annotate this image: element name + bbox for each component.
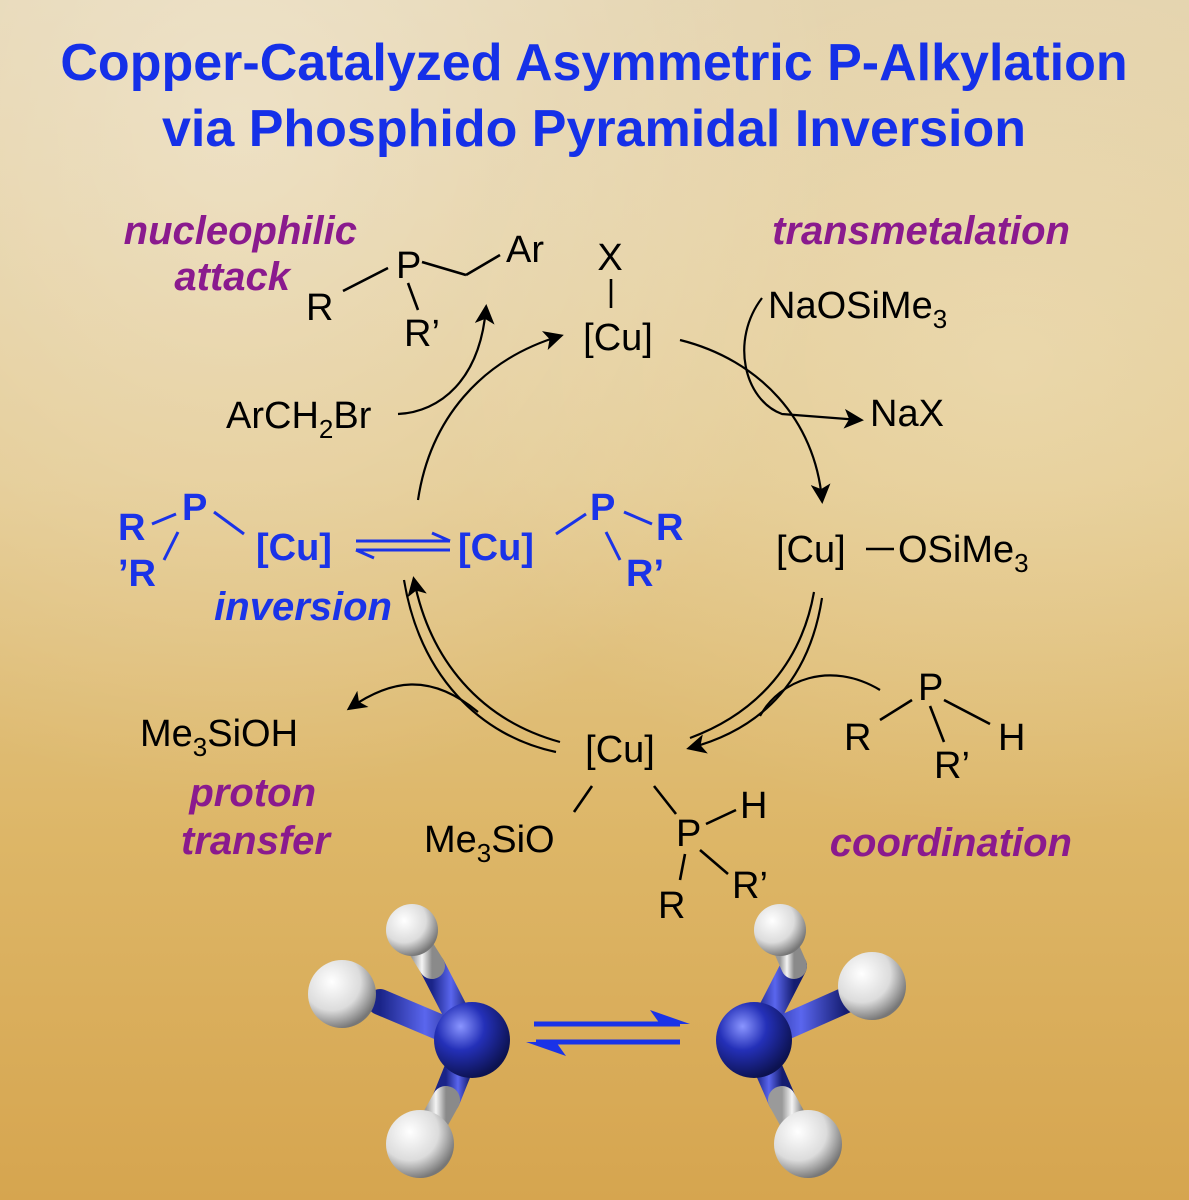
arrow-phosphine-entry bbox=[759, 674, 881, 717]
atom-Rprime: R’ bbox=[934, 745, 970, 787]
copper-halide: X [Cu] bbox=[583, 237, 653, 359]
atom-Rprime: R’ bbox=[404, 313, 440, 355]
atom-P: P bbox=[676, 813, 701, 855]
byproduct-silanol: Me3SiOH bbox=[140, 713, 298, 762]
arrow-head bbox=[526, 1042, 566, 1056]
cycle-arrows bbox=[346, 297, 881, 754]
copper-center: [Cu] bbox=[458, 527, 534, 569]
copper-silanolate: [Cu] OSiMe3 bbox=[776, 529, 1029, 578]
arrow-head bbox=[431, 531, 451, 543]
arrow-transmetalation bbox=[679, 338, 831, 504]
bond bbox=[705, 808, 737, 826]
atom-Rprime: R’ bbox=[626, 553, 664, 595]
label-coordination: coordination bbox=[830, 821, 1072, 865]
bond bbox=[421, 260, 467, 277]
hydrogen-atom bbox=[754, 904, 806, 956]
copper-phosphine-complex: [Cu] Me3SiO P H R R’ bbox=[424, 729, 768, 927]
bond bbox=[213, 510, 245, 536]
phosphido-copper-left: R P ’R [Cu] bbox=[118, 487, 332, 595]
arrow-head bbox=[650, 1010, 690, 1024]
copper-center: [Cu] bbox=[583, 317, 653, 359]
secondary-phosphine: P R H R’ bbox=[844, 667, 1025, 787]
label-transfer: transfer bbox=[181, 819, 332, 863]
label-transmetalation: transmetalation bbox=[772, 209, 1070, 253]
byproduct-sodium-halide: NaX bbox=[870, 393, 944, 435]
bond bbox=[652, 785, 678, 815]
bond bbox=[928, 705, 946, 743]
bond bbox=[406, 282, 420, 311]
arrow-coordination-forward bbox=[689, 591, 816, 740]
arrow-head bbox=[355, 548, 375, 560]
nitrogen-atom bbox=[716, 1002, 792, 1078]
bond bbox=[604, 531, 622, 561]
atom-X: X bbox=[597, 237, 622, 279]
label-inversion: inversion bbox=[214, 585, 392, 629]
bond bbox=[342, 266, 389, 293]
nitrogen-atom bbox=[434, 1002, 510, 1078]
atom-P: P bbox=[396, 245, 421, 287]
bond bbox=[699, 849, 729, 875]
silanolate-ligand: Me3SiO bbox=[424, 819, 555, 868]
equilibrium-arrows bbox=[526, 1010, 690, 1056]
bond bbox=[879, 698, 913, 722]
title-line-2: via Phosphido Pyramidal Inversion bbox=[162, 100, 1026, 158]
atom-R: R bbox=[844, 717, 871, 759]
label-proton: proton bbox=[188, 771, 316, 815]
atom-Rprime: ’R bbox=[118, 553, 156, 595]
hydrogen-atom bbox=[838, 952, 906, 1020]
atom-Rprime: R’ bbox=[732, 865, 768, 907]
hydrogen-atom bbox=[386, 1110, 454, 1178]
inversion-equilibrium-arrows bbox=[355, 531, 451, 560]
label-nucleophilic: nucleophilic bbox=[124, 209, 357, 253]
atom-P: P bbox=[918, 667, 943, 709]
hydrogen-atom bbox=[386, 904, 438, 956]
bond bbox=[162, 531, 180, 561]
bond bbox=[465, 253, 501, 277]
pyramidal-molecule-model bbox=[308, 904, 510, 1178]
phosphido-copper-right: [Cu] P R R’ bbox=[458, 487, 683, 595]
atom-R: R bbox=[658, 885, 685, 927]
atom-P: P bbox=[182, 487, 207, 529]
atom-R: R bbox=[306, 287, 333, 329]
reagent-benzyl-bromide: ArCH2Br bbox=[226, 395, 372, 444]
arrow-product-release bbox=[397, 304, 495, 416]
arrow-alkylation bbox=[416, 331, 564, 501]
arrow-deprotonation bbox=[407, 576, 561, 744]
hydrogen-atom bbox=[308, 960, 376, 1028]
title-line-1: Copper-Catalyzed Asymmetric P-Alkylation bbox=[60, 34, 1127, 92]
arrow-protonation bbox=[402, 579, 557, 754]
bond bbox=[555, 512, 587, 536]
copper-center: [Cu] bbox=[776, 529, 846, 571]
copper-center: [Cu] bbox=[256, 527, 332, 569]
arrow-salt-metathesis bbox=[743, 297, 864, 429]
arrow-silanol-release bbox=[346, 683, 479, 713]
bond bbox=[623, 510, 653, 526]
reagent-sodium-silanolate: NaOSiMe3 bbox=[768, 285, 947, 334]
silanolate-group: OSiMe3 bbox=[898, 529, 1029, 578]
label-attack: attack bbox=[174, 255, 291, 299]
inverted-pyramidal-molecule-model bbox=[716, 904, 906, 1178]
bond bbox=[572, 785, 594, 813]
atom-R: R bbox=[118, 507, 145, 549]
product-phosphine: P Ar R R’ bbox=[306, 229, 544, 355]
bond bbox=[151, 512, 177, 526]
hydrogen-atom bbox=[774, 1110, 842, 1178]
bond bbox=[678, 853, 687, 881]
atom-Ar: Ar bbox=[506, 229, 544, 271]
atom-H: H bbox=[740, 785, 767, 827]
atom-H: H bbox=[998, 717, 1025, 759]
copper-center: [Cu] bbox=[585, 729, 655, 771]
arrow-coordination-reverse bbox=[686, 597, 824, 754]
atom-P: P bbox=[590, 487, 615, 529]
atom-R: R bbox=[656, 507, 683, 549]
bond bbox=[943, 698, 991, 726]
